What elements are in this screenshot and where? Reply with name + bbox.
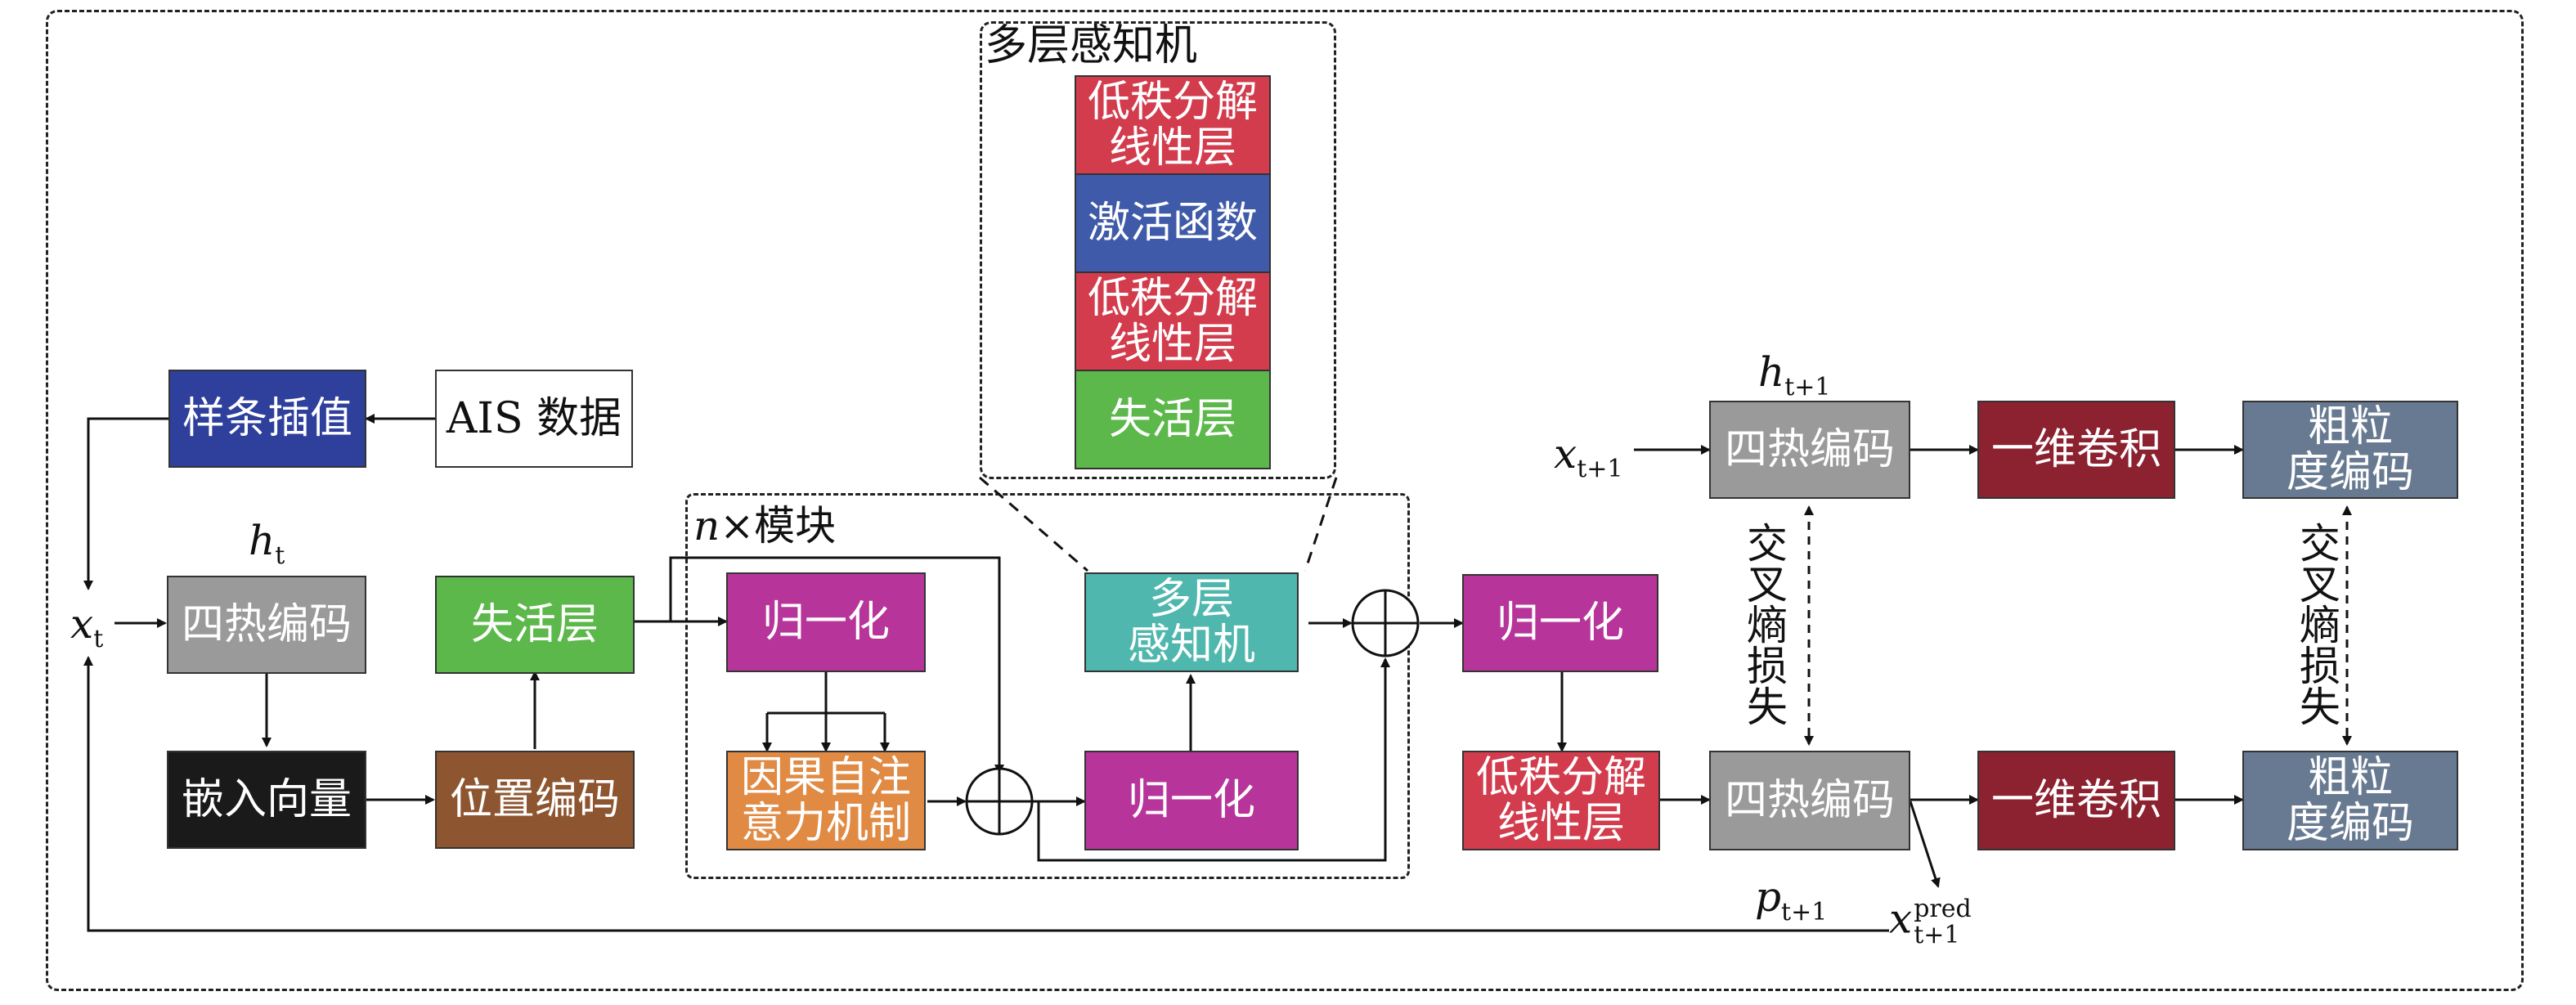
spline-interp-block: 样条插值 xyxy=(168,370,366,468)
norm-block-3: 归一化 xyxy=(1462,574,1658,672)
mlp-detail-title: 多层感知机 xyxy=(985,21,1198,70)
embedding-vector-block: 嵌入向量 xyxy=(167,751,366,849)
coarse-encoding-bottom: 粗粒 度编码 xyxy=(2242,751,2458,850)
norm-block-2: 归一化 xyxy=(1084,751,1299,850)
mlp-detail-lowrank-2: 低秩分解 线性层 xyxy=(1075,271,1271,371)
h-t1-base: h xyxy=(1758,348,1785,396)
conv1d-block-top: 一维卷积 xyxy=(1977,401,2175,499)
mlp-detail-frame xyxy=(980,21,1336,479)
mlp-block: 多层 感知机 xyxy=(1084,572,1299,672)
x-t-label: xt xyxy=(70,603,103,652)
n-variable: n xyxy=(693,502,720,550)
positional-encoding-block: 位置编码 xyxy=(435,751,635,849)
x-pred-sub: t+1 xyxy=(1914,920,1960,949)
n-module-text: ×模块 xyxy=(720,502,837,550)
n-module-frame xyxy=(685,493,1410,879)
coarse-encoding-top: 粗粒 度编码 xyxy=(2242,401,2458,499)
h-t-sub: t xyxy=(275,541,285,570)
p-t1-base: p xyxy=(1755,873,1782,921)
causal-self-attention-block: 因果自注 意力机制 xyxy=(726,751,926,850)
x-t1-label: xt+1 xyxy=(1554,433,1622,482)
h-t1-sub: t+1 xyxy=(1784,373,1831,402)
norm-block-1: 归一化 xyxy=(726,572,926,672)
ais-data-block: AIS 数据 xyxy=(435,370,633,468)
x-pred-base: x xyxy=(1889,895,1913,943)
x-pred-sup: pred xyxy=(1914,895,1972,923)
p-t1-sub: t+1 xyxy=(1781,898,1828,926)
h-t-base: h xyxy=(249,517,276,564)
h-t1-label: ht+1 xyxy=(1758,352,1830,400)
outer-frame xyxy=(46,10,2524,991)
lowrank-linear-output: 低秩分解 线性层 xyxy=(1462,751,1660,850)
x-t-base: x xyxy=(70,600,94,648)
four-hot-encoding-left: 四热编码 xyxy=(167,576,366,674)
mlp-detail-lowrank-1: 低秩分解 线性层 xyxy=(1075,75,1271,175)
four-hot-encoding-bottom: 四热编码 xyxy=(1709,751,1910,850)
x-t1-sub: t+1 xyxy=(1577,455,1623,483)
dropout-block-left: 失活层 xyxy=(435,576,635,674)
mlp-detail-dropout: 失活层 xyxy=(1075,370,1271,469)
four-hot-encoding-top: 四热编码 xyxy=(1709,401,1910,499)
x-t1-base: x xyxy=(1554,430,1577,478)
cross-entropy-loss-label-1: 交叉熵损失 xyxy=(1740,517,1788,731)
p-t1-label: pt+1 xyxy=(1755,877,1827,925)
cross-entropy-loss-label-2: 交叉熵损失 xyxy=(2293,517,2340,731)
conv1d-block-bottom: 一维卷积 xyxy=(1977,751,2175,850)
mlp-detail-activation: 激活函数 xyxy=(1075,173,1271,273)
n-module-label: n×模块 xyxy=(693,505,836,546)
h-t-label: ht xyxy=(249,520,285,568)
x-t-sub: t xyxy=(93,625,104,653)
